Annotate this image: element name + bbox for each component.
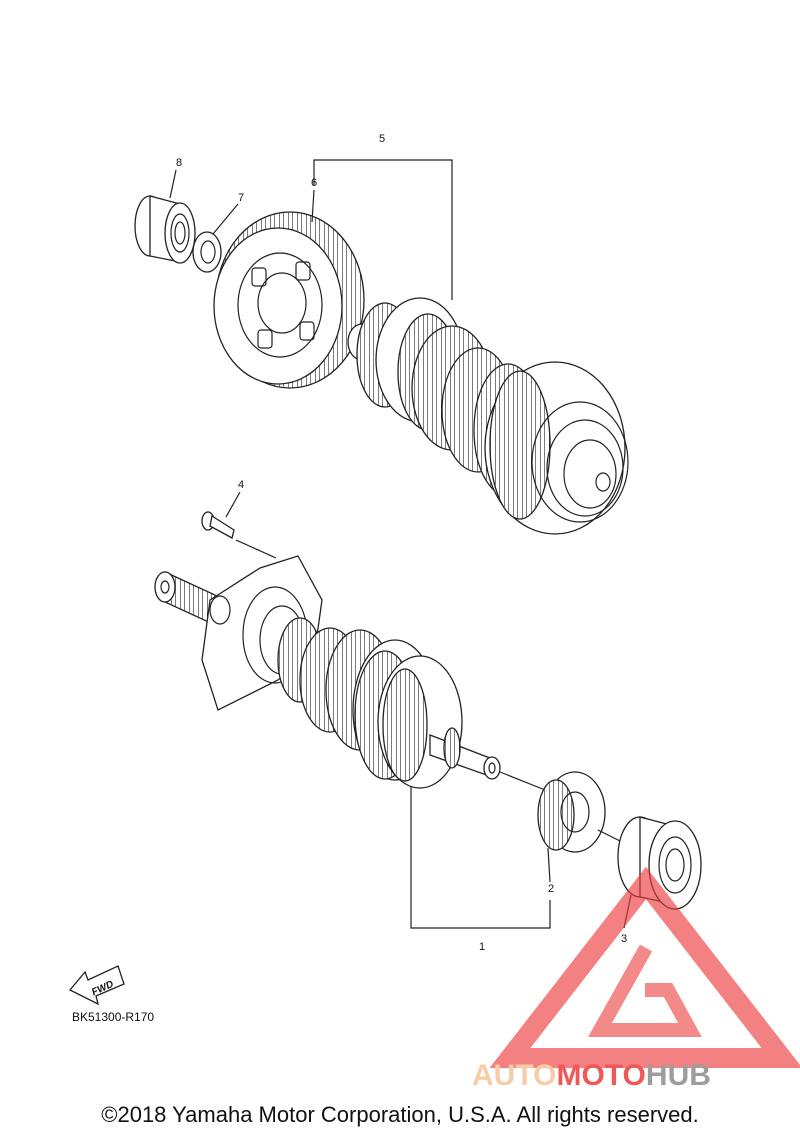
watermark-word-auto: AUTO: [472, 1059, 556, 1092]
drive-axle-assembly-part-5: [347, 297, 629, 535]
automotohub-watermark: AUTOMOTOHUB: [472, 866, 800, 1092]
forward-direction-arrow: FWD: [68, 965, 125, 1006]
callout-6: 6: [311, 177, 317, 189]
callout-2: 2: [548, 883, 554, 895]
callout-8: 8: [176, 157, 182, 169]
callout-7: 7: [238, 192, 244, 204]
bearing-part-8: [134, 195, 196, 264]
copyright-notice: ©2018 Yamaha Motor Corporation, U.S.A. A…: [101, 1102, 699, 1127]
watermark-triangle: [489, 866, 800, 1068]
drawing-code: BK51300-R170: [72, 1010, 154, 1024]
callout-5: 5: [379, 133, 385, 145]
leader-lines: [169, 159, 632, 929]
watermark-word-moto: MOTO: [556, 1059, 645, 1092]
main-axle-assembly-part-1: [154, 555, 546, 791]
callout-3: 3: [621, 933, 627, 945]
screw-part-4: [201, 511, 277, 559]
washer-part-7: [192, 231, 222, 273]
svg-text:AUTOMOTOHUB: AUTOMOTOHUB: [472, 1059, 711, 1092]
callout-1: 1: [479, 941, 485, 953]
callout-4: 4: [238, 479, 244, 491]
small-gear-part-2: [537, 771, 623, 853]
watermark-inner-mark: [588, 944, 702, 1037]
watermark-word-hub: HUB: [646, 1059, 711, 1092]
large-gear-part-6: [213, 211, 365, 389]
callout-labels: 8 7 5 6 4 2 3 1: [176, 133, 627, 953]
